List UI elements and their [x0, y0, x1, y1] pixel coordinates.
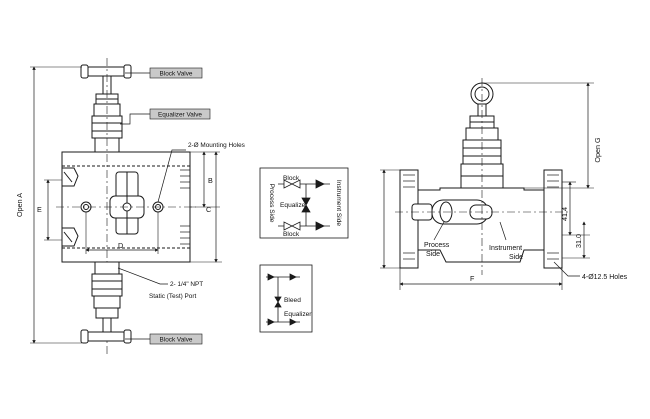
schematic1-block-top: Block	[283, 175, 300, 182]
dim-d: D	[118, 241, 123, 250]
mounting-holes-label: 2-Ø Mounting Holes	[188, 142, 245, 149]
top-handle	[85, 66, 127, 77]
instrument-side-line2: Side	[509, 254, 523, 261]
instrument-flange	[543, 169, 563, 269]
schematic2-bleed: Bleed	[284, 297, 301, 304]
instrument-side-line1: Instrument	[489, 245, 522, 252]
block-valve-top-label: Block Valve	[160, 71, 193, 78]
process-side-line1: Process	[424, 242, 450, 249]
dim-41-4: 41.4	[560, 207, 569, 221]
schematic-box-1	[259, 167, 349, 239]
dim-31-0: 31.0	[574, 234, 583, 248]
front-view	[30, 58, 222, 356]
block-valve-bottom-label: Block Valve	[160, 337, 193, 344]
dim-open-g: Open G	[593, 137, 602, 163]
side-view	[380, 78, 594, 290]
schematic1-block-bottom: Block	[283, 231, 300, 238]
holes-label: 4-Ø12.5 Holes	[582, 274, 628, 281]
equalizer-valve-tag	[149, 108, 211, 120]
npt-label-line1: 2- 1/4" NPT	[170, 281, 203, 288]
process-side-line2: Side	[426, 251, 440, 258]
dim-b: B	[208, 176, 213, 185]
dim-open-a: Open A	[15, 193, 24, 217]
dim-e: E	[37, 205, 42, 214]
schematic1-instrument-side: Instrument Side	[335, 180, 342, 227]
npt-label-line2: Static (Test) Port	[149, 293, 196, 300]
schematic2-equalizer: Equalizer	[284, 311, 312, 318]
schematic1-process-side: Process Side	[268, 184, 275, 223]
dim-f: F	[470, 274, 475, 283]
schematic1-equalizer: Equalizer	[280, 202, 308, 209]
equalizer-valve-label: Equalizer Valve	[158, 112, 202, 119]
dim-c: C	[206, 205, 211, 214]
bottom-handle	[85, 331, 127, 342]
block-valve-bottom-tag	[149, 333, 203, 345]
block-valve-top-tag	[149, 67, 203, 79]
bottom-bonnet	[91, 273, 123, 297]
schematic-box-2	[259, 264, 313, 333]
